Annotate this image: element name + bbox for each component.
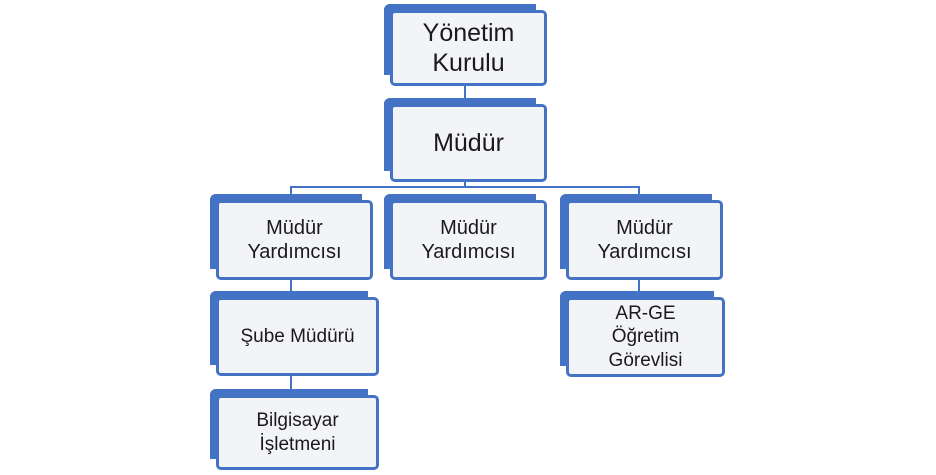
assistant-director-box-right: Müdür Yardımcısı — [560, 194, 723, 280]
assistant-director-label-center: Müdür Yardımcısı — [421, 216, 516, 263]
assistant-director-box-center: Müdür Yardımcısı — [384, 194, 547, 280]
director-label: Müdür — [433, 128, 504, 157]
rnd-staff-box: AR-GE Öğretim Görevlisi — [560, 291, 725, 377]
connector-branch-manager-operator — [290, 375, 292, 395]
branch-manager-label: Şube Müdürü — [240, 325, 355, 347]
computer-operator-box: Bilgisayar İşletmeni — [210, 389, 379, 470]
connector-board-director — [464, 84, 466, 104]
branch-manager-box: Şube Müdürü — [210, 291, 379, 376]
connector-bus-assistant-right — [638, 186, 640, 200]
board-box: Yönetim Kurulu — [384, 4, 547, 86]
board-label: Yönetim Kurulu — [422, 18, 515, 78]
director-box: Müdür — [384, 98, 547, 182]
connector-bus-assistant-left — [290, 186, 292, 200]
rnd-staff-label: AR-GE Öğretim Görevlisi — [608, 303, 683, 371]
connector-assistant-branch-manager — [290, 279, 292, 297]
assistant-director-label-right: Müdür Yardımcısı — [597, 216, 692, 263]
assistant-director-label-left: Müdür Yardımcısı — [247, 216, 342, 263]
connector-assistant-rnd — [638, 279, 640, 297]
connector-director-bus — [464, 180, 466, 188]
assistant-director-box-left: Müdür Yardımcısı — [210, 194, 373, 280]
connector-assistant-bus — [290, 186, 639, 188]
computer-operator-label: Bilgisayar İşletmeni — [256, 410, 339, 455]
